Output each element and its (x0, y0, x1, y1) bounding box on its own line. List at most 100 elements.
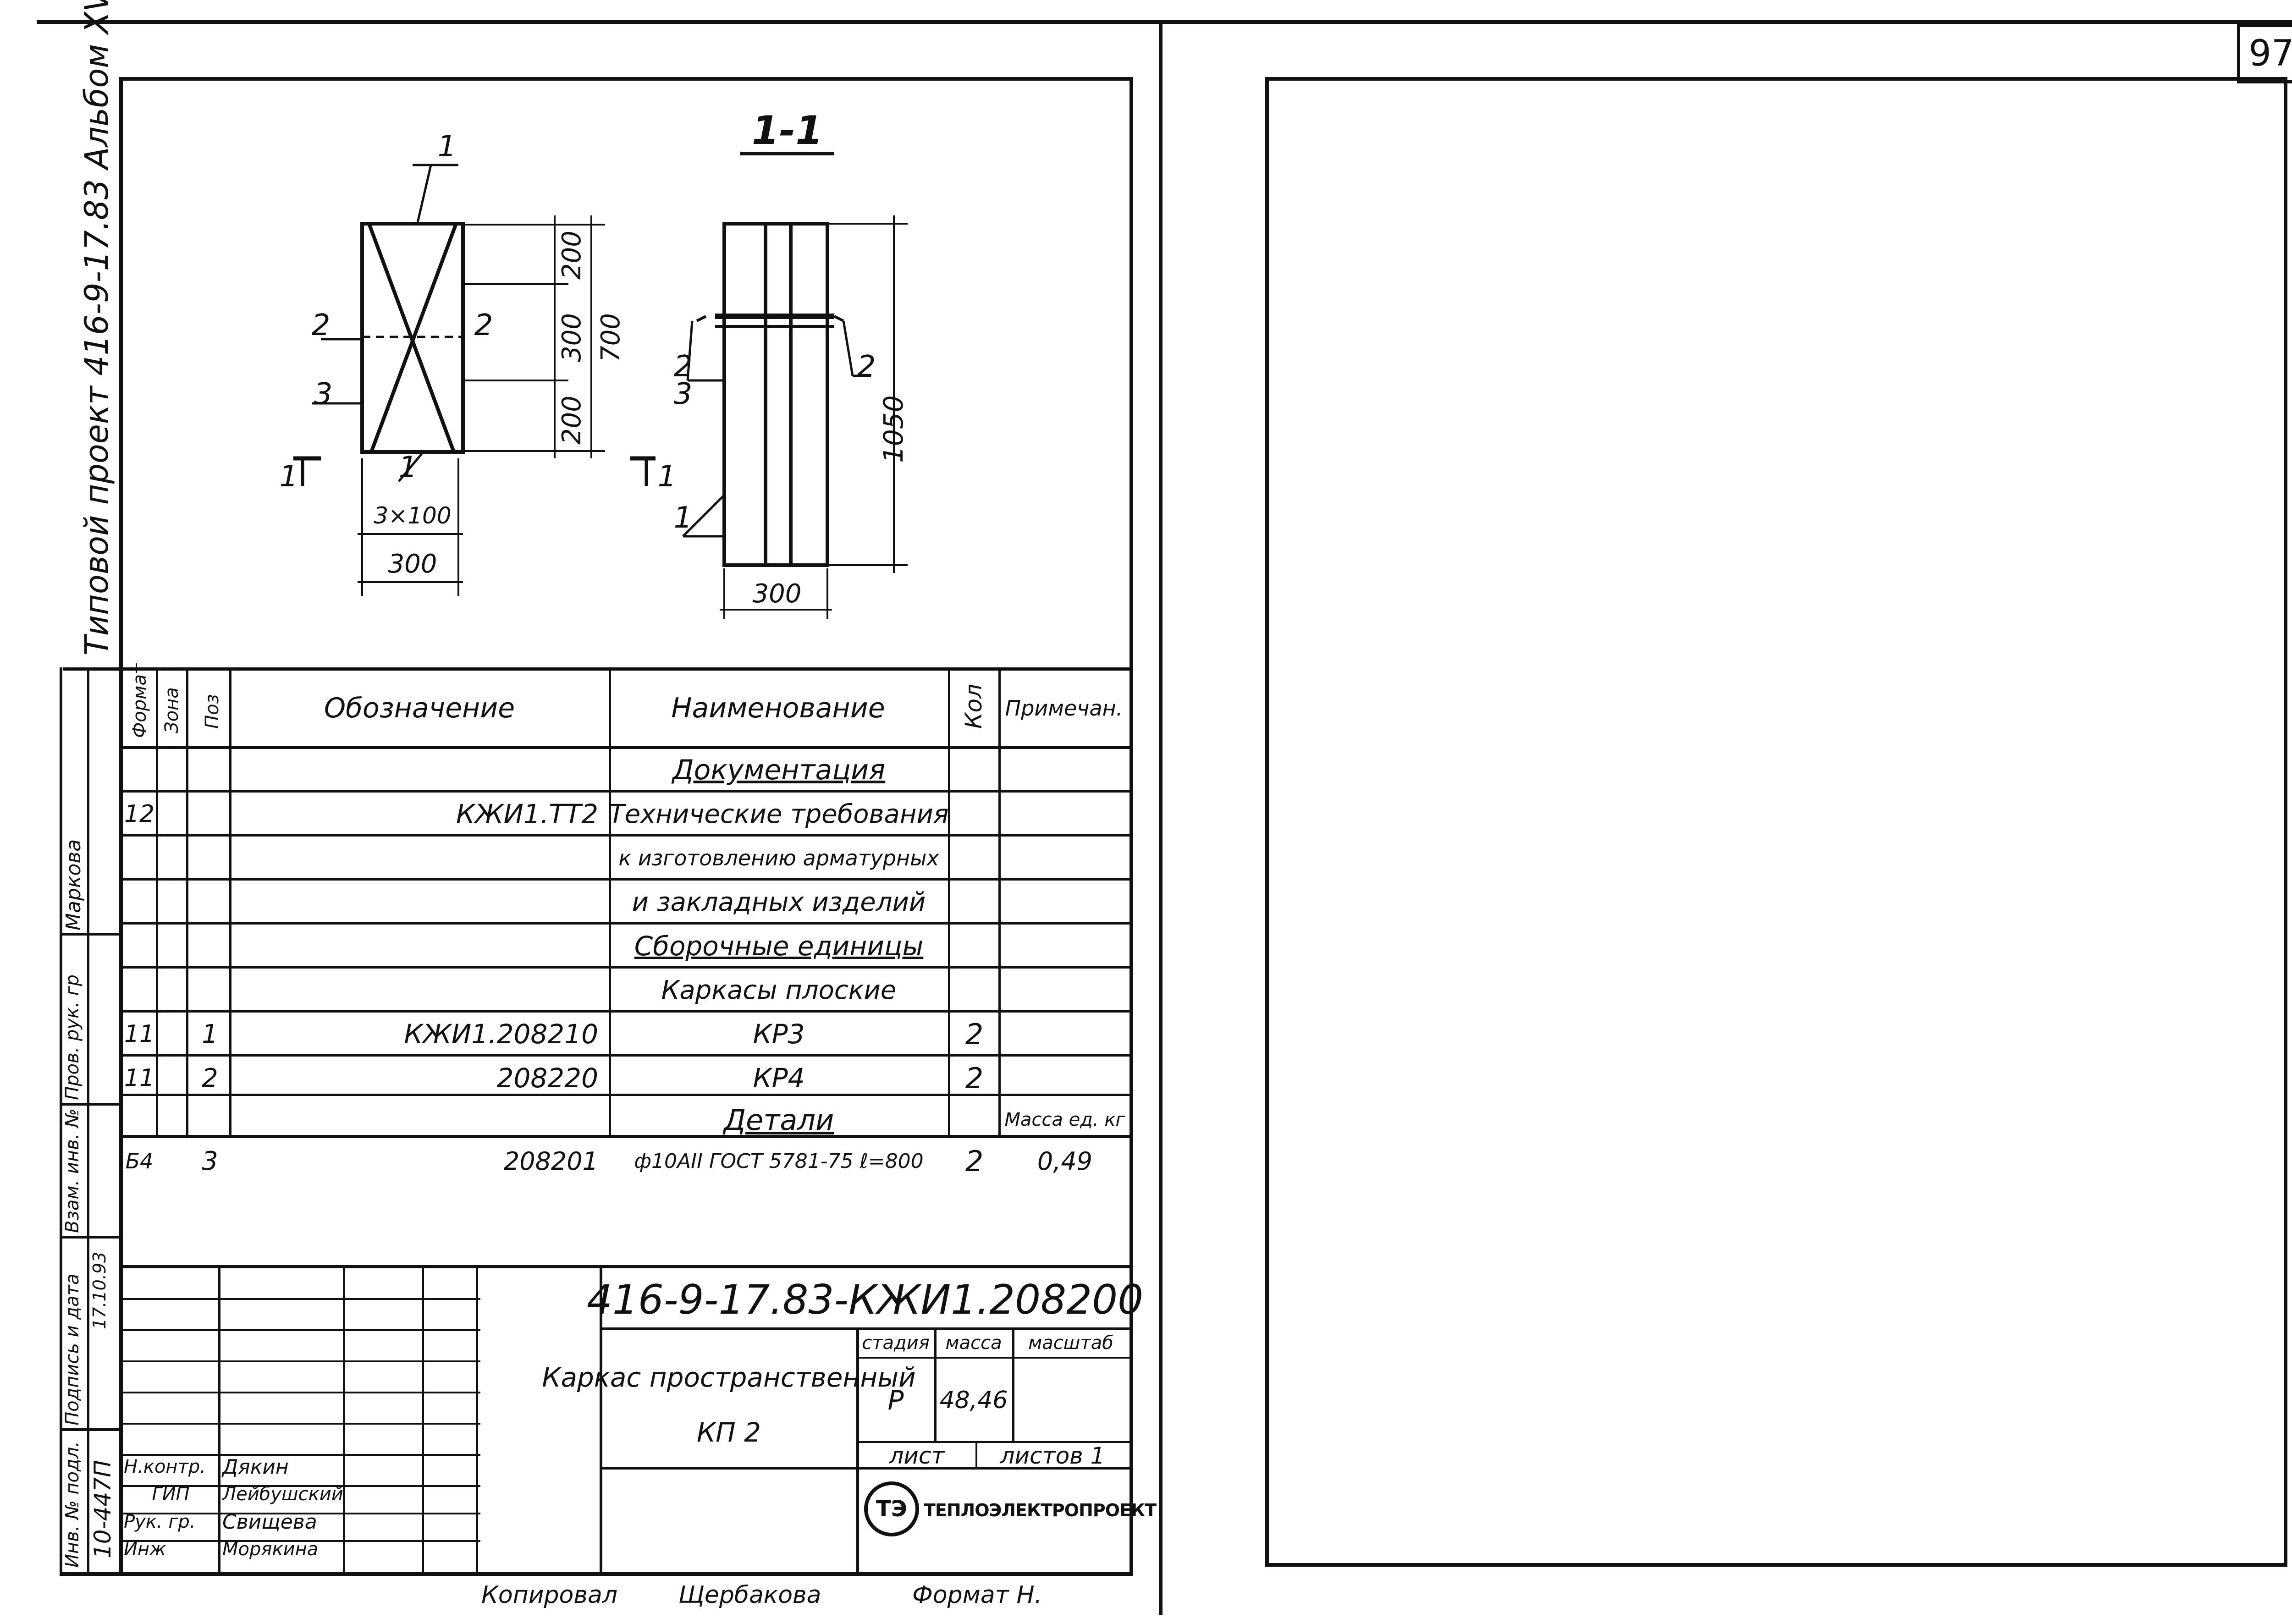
spec-header-pos: Поз (202, 694, 223, 729)
page-number: 97 (2248, 33, 2292, 74)
section-title: 1-1 (751, 108, 823, 154)
spec-row-7-name: КР4 (753, 1062, 805, 1094)
spec-row-1-designation: КЖИ1.ТТ2 (456, 798, 598, 830)
signer-role-0: Н.контр. (124, 1456, 206, 1477)
scale-label: масштаб (1028, 1332, 1113, 1354)
spec-row-9-designation: 208201 (503, 1146, 598, 1176)
side-stamp-inv-orig: Инв. № подл. (62, 1441, 83, 1568)
spec-row-9-note: 0,49 (1037, 1146, 1093, 1176)
right-frame-left (1265, 77, 1269, 1567)
spec-row-6-name: КР3 (753, 1018, 805, 1050)
spec-row-8-note: Масса ед. кг (1004, 1109, 1125, 1130)
sheet-label: лист (889, 1442, 945, 1469)
right-frame-top (1265, 77, 2287, 81)
product-name-line2: КП 2 (696, 1417, 761, 1448)
doc-code: 416-9-17.83-КЖИ1.208200 (586, 1276, 1144, 1323)
spec-row-1-name: Технические требования (609, 799, 949, 829)
spec-row-6-designation: КЖИ1.208210 (404, 1018, 598, 1050)
spec-row-6-pos: 1 (202, 1019, 218, 1049)
org-logo: ТЭ (864, 1481, 919, 1536)
signer-role-2: Рук. гр. (124, 1511, 196, 1532)
spec-row-0-name: Документация (672, 754, 886, 786)
spec-row-7-pos: 2 (202, 1063, 218, 1093)
dim-200-top: 200 (557, 231, 587, 280)
spec-header-zone: Зона (161, 687, 182, 733)
title-block (123, 1265, 1129, 1572)
spec-row-6-format: 11 (124, 1020, 155, 1048)
spec-header-name: Наименование (671, 692, 885, 724)
left-frame-bottom (60, 1572, 1133, 1576)
spec-row-7-designation: 208220 (496, 1062, 598, 1094)
dim-300-right: 300 (752, 578, 802, 609)
top-border-line (37, 20, 2292, 24)
mass-value: 48,46 (939, 1387, 1008, 1414)
callout-left-3: 3 (314, 377, 333, 411)
side-stamp-inv-value: 10-447П (89, 1460, 116, 1558)
right-frame-right (2284, 77, 2287, 1567)
signer-role-3: Инж (124, 1539, 166, 1560)
dim-300-left: 300 (388, 549, 437, 579)
mass-label: масса (945, 1332, 1002, 1354)
spec-row-3-name: и закладных изделий (632, 887, 926, 917)
callout-right-3: 3 (673, 377, 693, 411)
left-frame-top (119, 77, 1133, 81)
callout-right-2a: 2 (673, 350, 693, 384)
spec-row-9-pos: 3 (202, 1146, 218, 1176)
spec-row-6-qty: 2 (965, 1017, 984, 1051)
org-logo-text: ТЭ (876, 1496, 907, 1522)
side-stamp-prov: Пров. рук. гр (62, 974, 83, 1100)
spec-row-9-name: ф10АІІ ГОСТ 5781-75 ℓ=800 (634, 1149, 924, 1173)
dim-700: 700 (596, 313, 626, 362)
footer-copied: Копировал (481, 1581, 618, 1609)
spec-header-qty: Кол (960, 683, 987, 729)
dim-1050: 1050 (878, 395, 909, 463)
dim-200-bottom: 200 (557, 396, 587, 445)
section-mark-right: 1 (657, 460, 677, 494)
signer-name-1: Лейбушский (222, 1484, 343, 1505)
callout-left-1-top: 1 (437, 130, 457, 164)
org-name: ТЕПЛОЭЛЕКТРОПРОЕКТ (924, 1500, 1157, 1520)
signer-name-0: Дякин (222, 1455, 289, 1479)
cage-outline-right (722, 222, 829, 567)
spec-table (63, 667, 1129, 1172)
footer-copier: Щербакова (678, 1581, 821, 1609)
product-name-line1: Каркас пространственный (542, 1362, 916, 1393)
spec-row-1-format: 12 (124, 800, 155, 828)
spec-row-8-name: Детали (723, 1103, 834, 1137)
spec-row-9-format: Б4 (125, 1149, 154, 1173)
callout-left-2a: 2 (311, 308, 331, 342)
spec-header-designation: Обозначение (324, 692, 515, 724)
side-stamp (60, 667, 123, 1576)
spec-header-note: Примечан. (1005, 696, 1123, 721)
right-frame-bottom (1265, 1563, 2287, 1567)
signer-role-1: ГИП (152, 1484, 190, 1505)
dim-300-mid: 300 (557, 313, 587, 362)
stage-value: Р (887, 1385, 904, 1416)
left-frame-left (119, 77, 123, 1576)
left-frame-right (1129, 77, 1133, 1576)
spec-row-7-format: 11 (124, 1064, 155, 1092)
spec-row-4-name: Сборочные единицы (634, 930, 924, 962)
spec-row-9-qty: 2 (965, 1144, 984, 1178)
side-stamp-vzam-inv: Взам. инв. № (62, 1108, 83, 1233)
spec-row-5-name: Каркасы плоские (661, 975, 897, 1005)
callout-right-1: 1 (673, 501, 693, 535)
side-stamp-markova: Маркова (62, 839, 85, 930)
side-stamp-sign-date: Подпись и дата (62, 1273, 83, 1426)
callout-left-2b: 2 (474, 308, 493, 342)
signer-name-2: Свищева (222, 1510, 317, 1534)
spec-header-format: Формат (129, 663, 150, 738)
spec-row-7-qty: 2 (965, 1061, 984, 1095)
dim-3x100: 3×100 (374, 502, 452, 529)
spec-row-2-name: к изготовлению арматурных (618, 846, 939, 870)
signer-name-3: Морякина (222, 1539, 319, 1560)
footer-format: Формат Н. (912, 1581, 1042, 1609)
center-divider-line (1159, 20, 1163, 1615)
page-number-box: 97 (2237, 24, 2292, 83)
callout-right-2b: 2 (857, 350, 876, 384)
callout-left-1-bottom: 1 (398, 451, 418, 484)
sheets-label: листов 1 (1000, 1442, 1105, 1469)
side-stamp-sign-value: 17.10.93 (89, 1251, 110, 1329)
stage-label: стадия (862, 1332, 930, 1354)
